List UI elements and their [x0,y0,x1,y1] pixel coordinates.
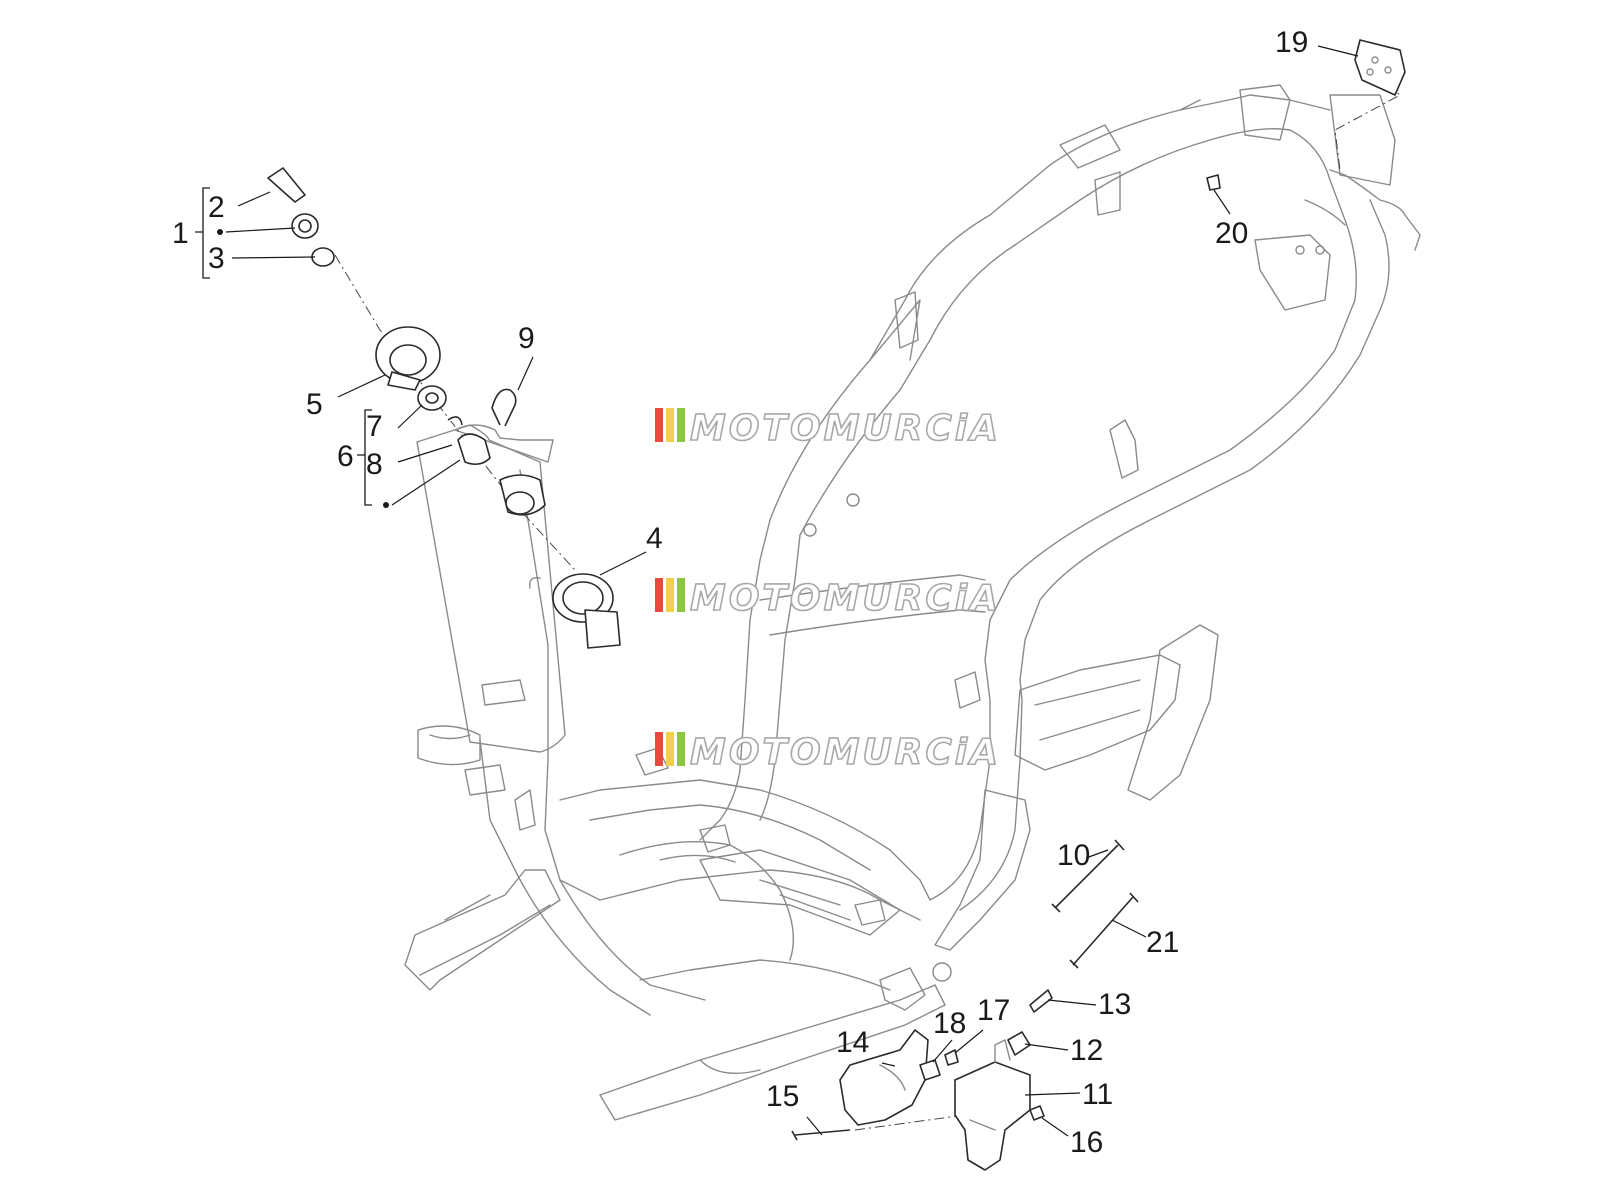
watermark-stripe-yellow [666,408,674,442]
watermark-1: MOTOMURCiA [655,407,1001,450]
lock-cylinder-part [291,213,319,239]
watermark-stripe-green [677,732,685,766]
watermark-stripe-green [677,578,685,612]
watermark-3: MOTOMURCiA [655,731,1001,774]
watermark-2: MOTOMURCiA [655,577,1001,620]
small-screw-part [944,1049,959,1066]
watermark-stripe-red [655,732,663,766]
watermark-text: MOTOMURCiA [690,578,1001,619]
rod-21-part [1069,892,1139,969]
callout-6: 6 [337,440,354,473]
callout-14: 14 [836,1026,869,1059]
watermark-text: MOTOMURCiA [690,732,1001,773]
group-dot-6 [383,502,389,508]
callout-7: 7 [366,410,383,443]
scooter-frame [404,84,1421,1121]
callout-labels: 1 2 3 4 5 6 7 8 9 10 11 12 13 14 15 16 1… [172,26,1308,1159]
callout-21: 21 [1146,926,1179,959]
steering-collar-part [499,474,546,516]
watermark-stripe-red [655,578,663,612]
bolt-part [791,1129,851,1141]
callout-9: 9 [518,322,535,355]
callout-17: 17 [977,994,1010,1027]
callout-2: 2 [208,191,225,224]
lock-housing-part [375,326,441,391]
rear-plate-part [1354,39,1406,96]
washer-part [417,385,447,411]
callout-16: 16 [1070,1126,1103,1159]
spring-part [1029,989,1053,1013]
spring-clip-part [447,416,463,426]
callout-20: 20 [1215,217,1248,250]
callout-13: 13 [1098,988,1131,1021]
ring-part [311,247,335,267]
watermark-stripe-red [655,408,663,442]
callout-12: 12 [1070,1034,1103,1067]
screw-part [1206,174,1221,191]
lock-cap-part [457,433,491,466]
nut-part [1029,1105,1045,1121]
watermark-text: MOTOMURCiA [690,408,1001,449]
callout-4: 4 [646,522,663,555]
group-bracket-1 [195,187,210,279]
cotter-pin-part [491,388,517,427]
callout-8: 8 [366,448,383,481]
clip-part [1007,1031,1031,1056]
ignition-switch-part [529,573,621,649]
callout-1: 1 [172,217,189,250]
callout-3: 3 [208,242,225,275]
callout-18: 18 [933,1007,966,1040]
watermark-stripe-yellow [666,732,674,766]
group-bracket-6 [357,409,372,506]
callout-11: 11 [1082,1078,1113,1111]
actuator-part [954,1039,1031,1171]
block-part [919,1059,941,1081]
callout-5: 5 [306,388,323,421]
watermark-stripe-yellow [666,578,674,612]
leader-lines [225,45,1359,1137]
key-part [267,167,306,203]
watermark-stripe-green [677,408,685,442]
rod-10-part [1051,839,1125,913]
callout-15: 15 [766,1080,799,1113]
callout-10: 10 [1057,839,1090,872]
callout-19: 19 [1275,26,1308,59]
group-dot-1 [217,229,223,235]
